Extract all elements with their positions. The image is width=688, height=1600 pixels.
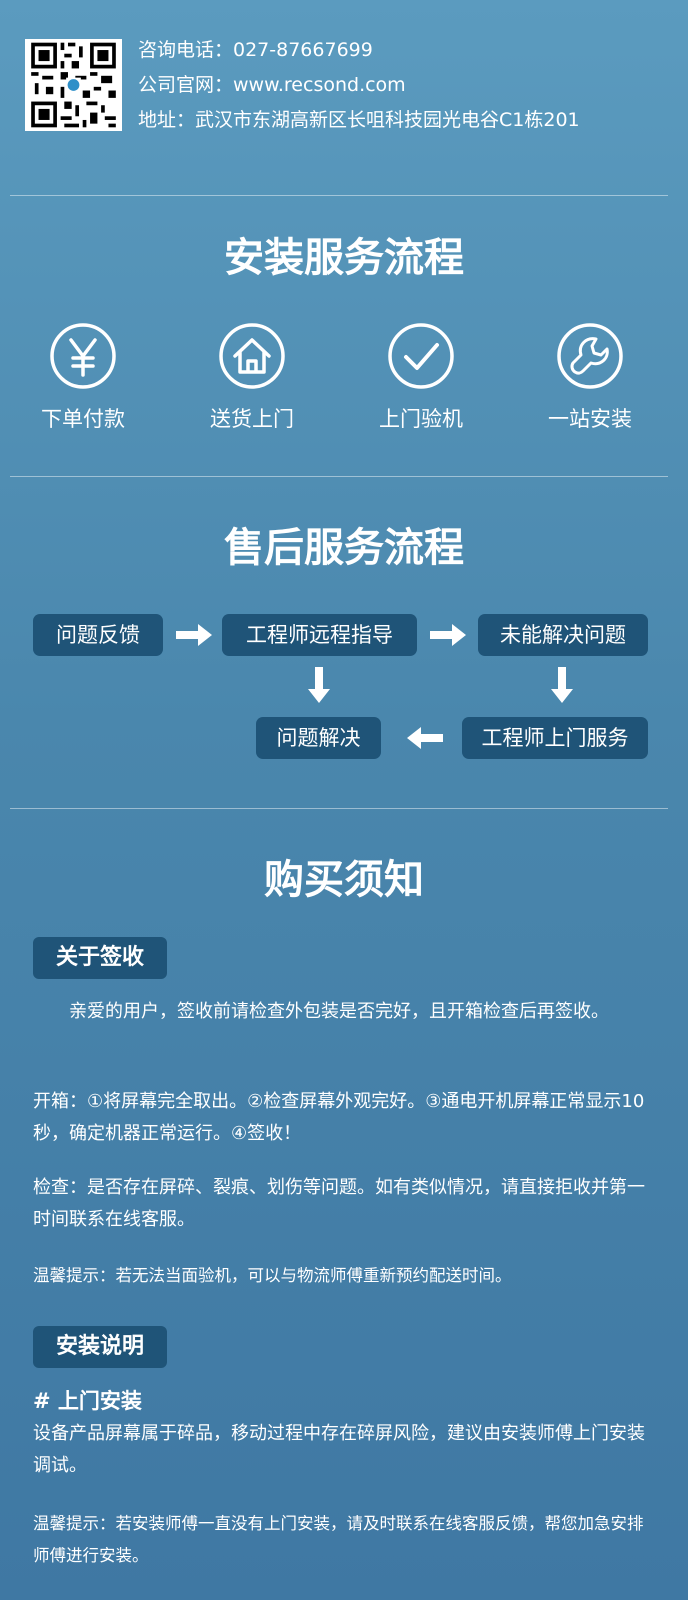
- install-step-label: 送货上门: [210, 407, 294, 431]
- install-section-title: 安装服务流程: [224, 235, 464, 281]
- flow-step-onsite-service: 工程师上门服务: [462, 717, 648, 759]
- divider: [10, 808, 668, 809]
- divider: [10, 195, 668, 196]
- contact-address: 地址：武汉市东湖高新区长咀科技园光电谷C1栋201: [138, 109, 580, 131]
- arrow-down-icon: [308, 667, 330, 703]
- installation-tip: 温馨提示：若安装师傅一直没有上门安装，请及时联系在线客服反馈，帮您加急安排师傅进…: [33, 1514, 644, 1565]
- install-step-label: 下单付款: [41, 407, 125, 431]
- house-icon: [218, 322, 286, 390]
- arrow-right-icon: [430, 624, 466, 646]
- flow-step-resolved: 问题解决: [256, 717, 381, 759]
- qr-code: [25, 39, 122, 131]
- arrow-right-icon: [176, 624, 212, 646]
- install-step-label: 一站安装: [548, 407, 632, 431]
- after-sales-section-title: 售后服务流程: [224, 525, 464, 571]
- yen-icon: [49, 322, 117, 390]
- flow-step-unresolved: 未能解决问题: [478, 614, 648, 656]
- receipt-inspect: 检查：是否存在屏碎、裂痕、划伤等问题。如有类似情况，请直接拒收并第一时间联系在线…: [33, 1177, 645, 1230]
- install-step-label: 上门验机: [379, 407, 463, 431]
- notice-section-title: 购买须知: [264, 857, 424, 903]
- qr-code-icon: [27, 39, 120, 131]
- receipt-unbox: 开箱：①将屏幕完全取出。②检查屏幕外观完好。③通电开机屏幕正常显示10秒，确定机…: [33, 1091, 645, 1144]
- receipt-intro: 亲爱的用户，签收前请检查外包装是否完好，且开箱检查后再签收。: [69, 1001, 609, 1022]
- check-icon: [387, 322, 455, 390]
- installation-subhead: # 上门安装: [33, 1389, 142, 1413]
- contact-website[interactable]: 公司官网：www.recsond.com: [138, 74, 406, 96]
- receipt-tag: 关于签收: [33, 937, 167, 979]
- contact-phone: 咨询电话：027-87667699: [138, 39, 373, 61]
- installation-body: 设备产品屏幕属于碎品，移动过程中存在碎屏风险，建议由安装师傅上门安装调试。: [33, 1423, 645, 1476]
- flow-step-remote-guidance: 工程师远程指导: [222, 614, 417, 656]
- installation-tag: 安装说明: [33, 1326, 167, 1368]
- wrench-icon: [556, 322, 624, 390]
- arrow-left-icon: [407, 727, 443, 749]
- arrow-down-icon: [551, 667, 573, 703]
- flow-step-feedback: 问题反馈: [33, 614, 163, 656]
- receipt-tip: 温馨提示：若无法当面验机，可以与物流师傅重新预约配送时间。: [33, 1266, 512, 1285]
- divider: [10, 476, 668, 477]
